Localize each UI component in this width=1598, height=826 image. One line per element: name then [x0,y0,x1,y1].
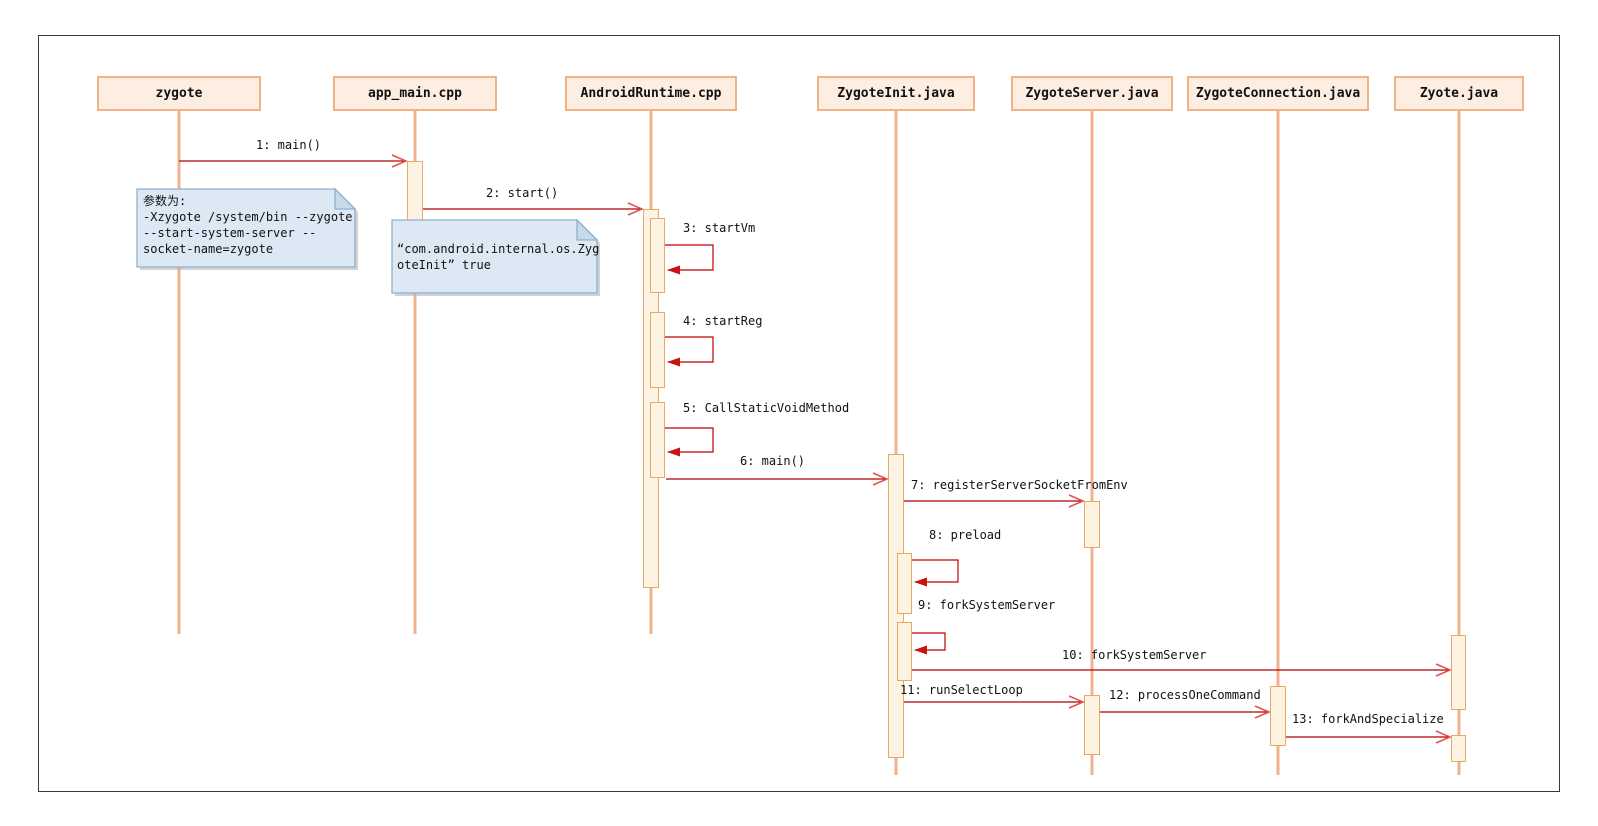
lifeline-head-zygote-init: ZygoteInit.java [817,76,975,111]
message-8-label: 8: preload [929,528,1002,542]
message-4-label: 4: startReg [683,314,763,328]
lifeline-label: zygote [155,86,203,101]
activation-android-runtime [643,209,659,588]
note-line: --start-system-server -- [143,226,317,240]
lifeline-head-zygote: zygote [97,76,261,111]
activation-register-socket [1084,501,1100,548]
lifeline-label: ZygoteInit.java [837,86,955,101]
message-9-label: 9: forkSystemServer [918,598,1056,612]
message-13-label: 13: forkAndSpecialize [1292,712,1444,726]
lifeline-head-android-runtime: AndroidRuntime.cpp [565,76,737,111]
note-line: “com.android.internal.os.Zyg [397,242,600,256]
activation-preload [897,553,912,614]
message-6-label: 6: main() [740,454,806,468]
message-2-label: 2: start() [486,186,559,200]
activation-run-select-loop [1084,695,1100,755]
message-10-label: 10: forkSystemServer [1062,648,1207,662]
note-line: -Xzygote /system/bin --zygote [143,210,353,224]
note-line: 参数为: [143,194,187,208]
lifeline-label: Zyote.java [1419,86,1499,101]
lifeline-head-app-main: app_main.cpp [333,76,497,111]
message-1-label: 1: main() [256,138,322,152]
activation-zyote-fork [1451,635,1466,710]
message-12-label: 12: processOneCommand [1109,688,1261,702]
activation-callstaticvoidmethod [650,402,665,478]
lifeline-label: app_main.cpp [368,86,462,101]
lifeline-head-zygote-server: ZygoteServer.java [1011,76,1173,111]
activation-startvm [650,218,665,293]
note-params-text: 参数为: -Xzygote /system/bin --zygote --sta… [143,193,353,257]
message-3-label: 3: startVm [683,221,756,235]
message-7-label: 7: registerServerSocketFromEnv [911,478,1128,492]
activation-fork-and-specialize [1451,735,1466,762]
activation-startreg [650,312,665,388]
lifeline-head-zyote: Zyote.java [1394,76,1524,111]
note-classname-text: “com.android.internal.os.Zyg oteInit” tr… [397,241,599,273]
activation-app-main [407,161,423,237]
activation-fork-system-server [897,622,912,681]
note-line: socket-name=zygote [143,242,274,256]
lifeline-label: ZygoteServer.java [1025,86,1159,101]
activation-process-one-command [1270,686,1286,746]
lifeline-head-zygote-connection: ZygoteConnection.java [1187,76,1369,111]
message-11-label: 11: runSelectLoop [900,683,1023,697]
lifeline-label: ZygoteConnection.java [1195,86,1361,101]
lifeline-label: AndroidRuntime.cpp [580,86,722,101]
note-line: oteInit” true [397,258,491,272]
message-5-label: 5: CallStaticVoidMethod [683,401,850,415]
